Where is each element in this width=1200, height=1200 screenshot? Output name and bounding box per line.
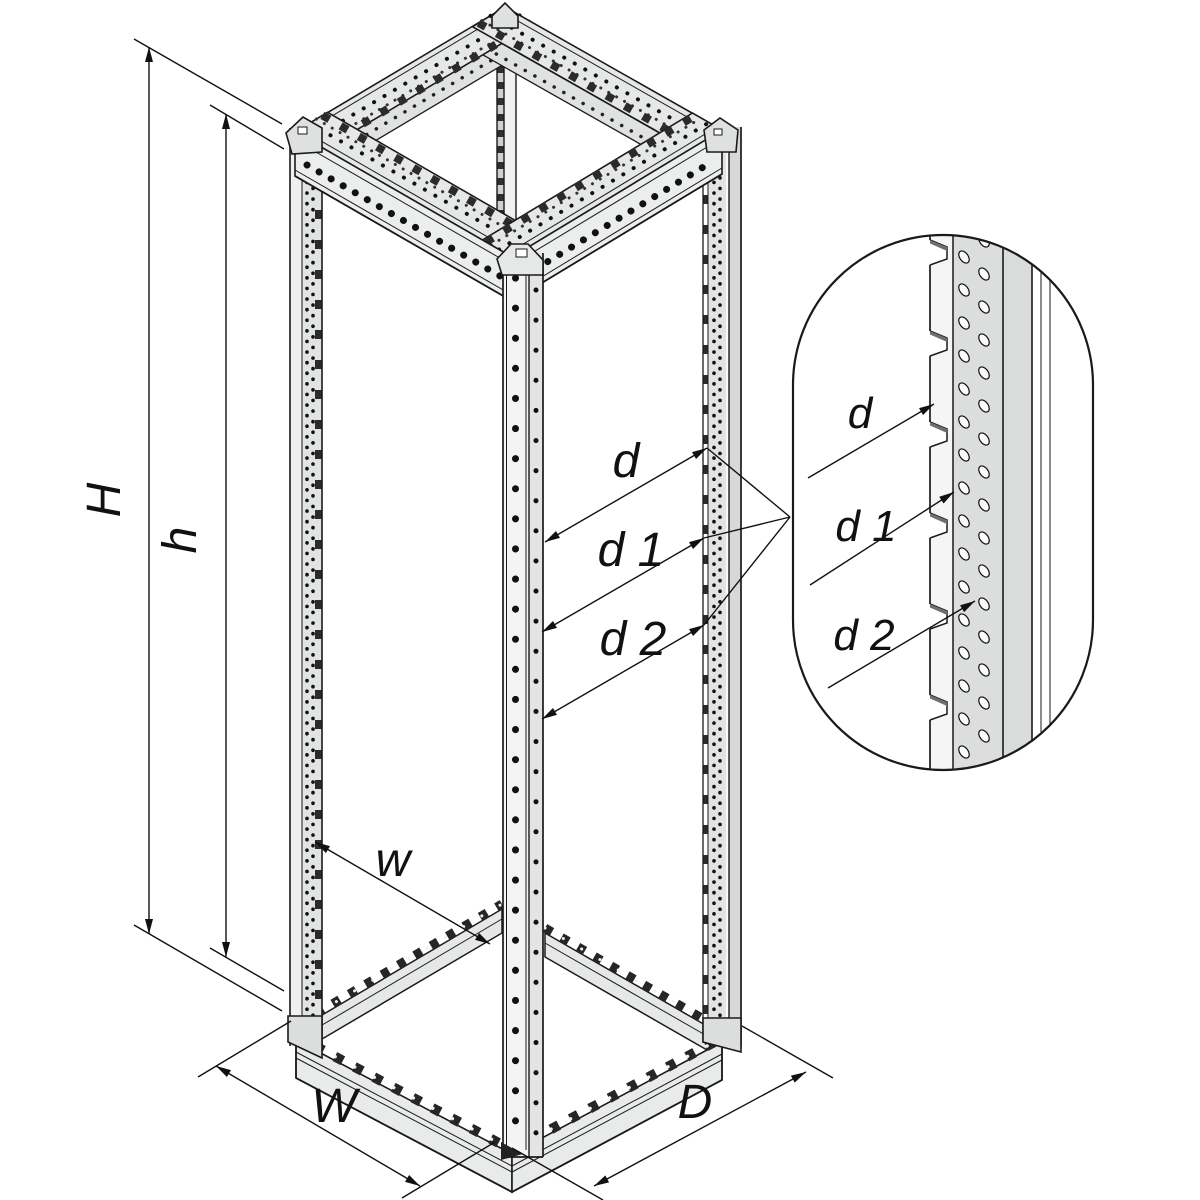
detail-arrow-d2 <box>827 600 976 689</box>
ext-line-D-left <box>511 1147 604 1200</box>
dim-arrow-d <box>544 447 708 543</box>
front-corner-post <box>502 253 544 1158</box>
ext-line-W-left <box>197 1020 292 1078</box>
right-corner-post <box>702 127 742 1047</box>
dim-label-overall-depth: D <box>678 1076 713 1129</box>
dim-label-overall-width: W <box>311 1080 361 1133</box>
dim-label-d1: d 1 <box>598 524 665 577</box>
rail-notches <box>929 239 948 721</box>
dim-label-d: d <box>613 435 641 488</box>
detail-label-d1: d 1 <box>835 502 896 551</box>
ext-line-h-bottom <box>209 947 285 992</box>
detail-arrow-d1 <box>809 491 955 586</box>
ext-line-H-bottom <box>133 924 283 1012</box>
dim-arrow-d2 <box>541 624 705 720</box>
dim-arrow-overall-width <box>215 1065 421 1187</box>
ext-line-W-right <box>401 1141 496 1199</box>
dim-label-inner-width: w <box>376 834 414 887</box>
dim-label-d2: d 2 <box>600 613 667 666</box>
ext-line-H-top <box>133 38 283 125</box>
corner-blocks <box>285 1 742 1160</box>
dim-label-inner-height: h <box>154 527 207 554</box>
dim-arrow-d1 <box>541 537 705 633</box>
dim-arrow-inner-width <box>314 841 491 945</box>
dimensions <box>133 38 834 1200</box>
top-frame-front-faces <box>294 128 723 303</box>
dim-label-overall-height: H <box>78 482 131 517</box>
dim-arrow-overall-depth <box>593 1071 807 1187</box>
left-corner-post <box>289 128 323 1046</box>
detail-arrow-d <box>807 403 935 479</box>
top-frame <box>293 6 724 258</box>
detail-label-d: d <box>848 389 874 438</box>
ext-line-D-right <box>741 1025 834 1079</box>
ext-line-h-top <box>209 104 285 150</box>
detail-view: d d 1 d 2 <box>791 233 1095 772</box>
detail-label-d2: d 2 <box>833 611 894 660</box>
detail-capsule-outline <box>791 233 1095 772</box>
detail-leader-lines <box>703 447 791 626</box>
